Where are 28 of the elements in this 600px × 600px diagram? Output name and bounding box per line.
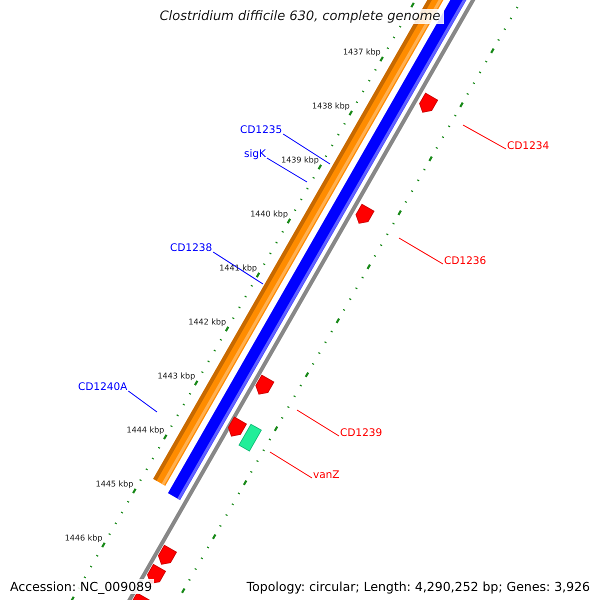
leader-line [128,390,158,412]
scale-label: 1446 kbp [64,533,102,542]
scale-label: 1440 kbp [250,210,288,218]
gene-label: CD1240A [78,381,128,393]
leader-line [398,238,444,264]
genome-summary-text: Topology: circular; Length: 4,290,252 bp; Genes: 3,926 [244,579,592,594]
gene-label: vanZ [313,469,340,481]
gene-label: CD1238 [170,242,212,254]
accession-text: Accession: NC_009089 [8,579,154,594]
scale-label: 1442 kbp [188,317,226,326]
scale-label: 1441 kbp [219,264,257,272]
scale-label: 1445 kbp [96,479,134,488]
leader-line [296,410,340,436]
scale-label: 1443 kbp [157,371,196,380]
gene-label: CD1235 [240,124,282,136]
scale-label: 1438 kbp [312,102,350,111]
leader-line [212,252,264,284]
leader-line [270,452,312,478]
gene-label: CD1234 [507,140,550,152]
leader-line [462,124,506,150]
scale-label: 1437 kbp [342,48,381,57]
gene-label: CD1239 [340,427,382,439]
leader-line [266,158,308,182]
scale-label: 1439 kbp [281,156,319,165]
leader-line [282,134,330,164]
scale-label: 1444 kbp [126,425,164,434]
gene-label: sigK [244,148,266,160]
gene-label: CD1236 [444,255,486,267]
